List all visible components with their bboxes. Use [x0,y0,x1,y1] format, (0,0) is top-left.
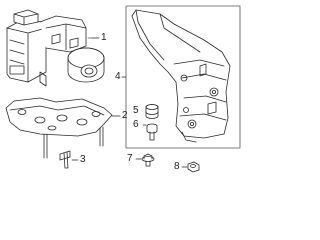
collar-bolt[interactable] [142,123,158,141]
mounting-plate[interactable] [5,97,121,159]
grommet[interactable] [145,104,159,119]
callout-4: 4 [115,71,121,82]
nut[interactable] [181,161,200,173]
callout-2: 2 [122,110,128,121]
flange-bolt[interactable] [135,153,155,167]
abs-modulator-unit[interactable] [6,9,105,87]
callout-8: 8 [174,161,180,172]
callout-6: 6 [133,119,139,130]
callout-7: 7 [127,153,133,164]
callout-1: 1 [101,32,107,43]
mounting-bolt[interactable] [59,150,79,169]
callout-3: 3 [80,154,86,165]
callout-5: 5 [133,105,139,116]
bracket-assembly[interactable] [131,9,231,143]
parts-diagram [5,5,241,173]
